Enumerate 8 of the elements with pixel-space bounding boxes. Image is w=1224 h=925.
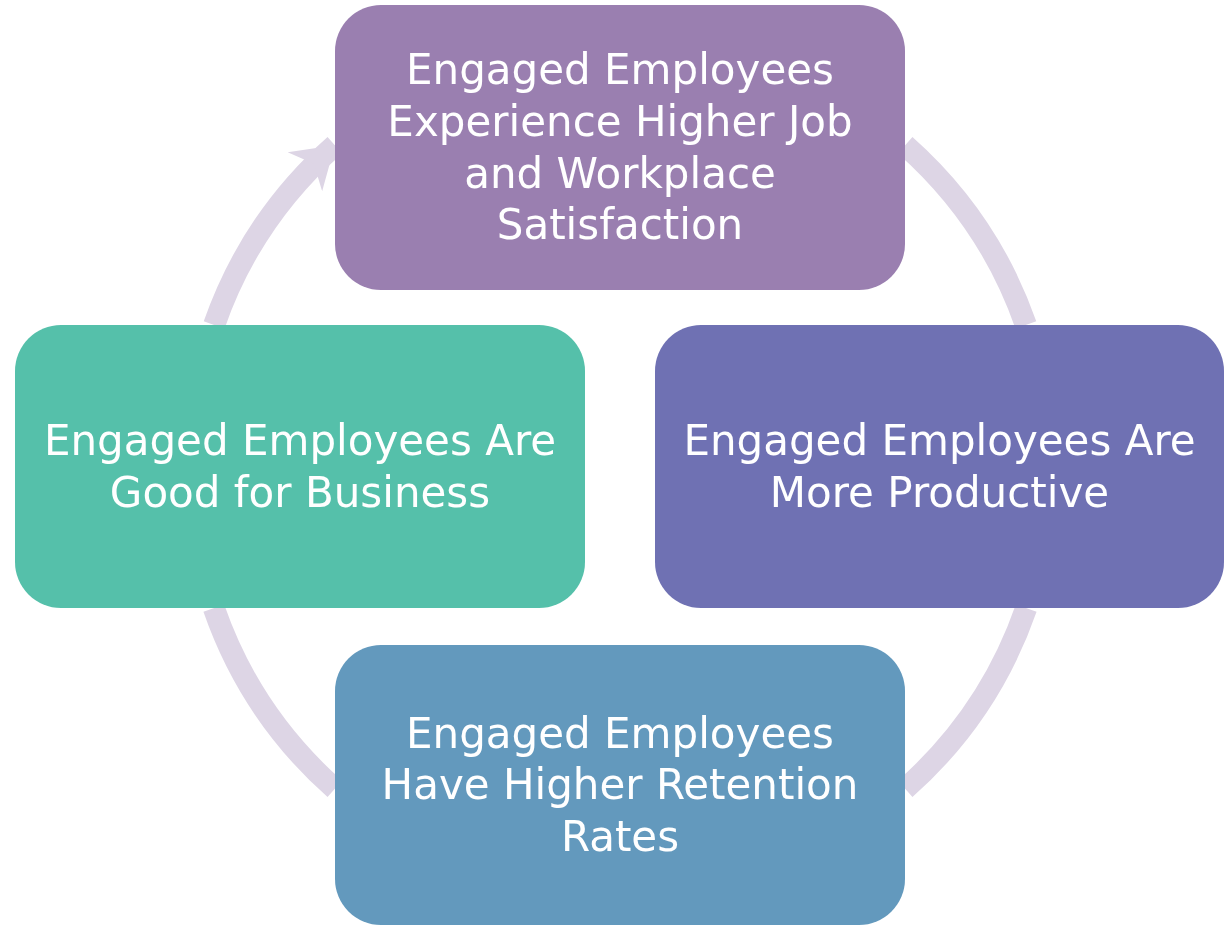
process-box bbox=[15, 325, 585, 608]
box-label: Engaged Employees Are Good for Business bbox=[42, 414, 558, 519]
box-label: Engaged Employees Are More Productive bbox=[682, 414, 1197, 519]
process-box bbox=[335, 645, 905, 925]
process-box bbox=[655, 325, 1224, 608]
process-box bbox=[335, 5, 905, 290]
box-label: Engaged Employees Experience Higher Job and Workplace Satisfaction bbox=[386, 44, 854, 251]
box-label: Engaged Employees Have Higher Retention Rates bbox=[380, 707, 860, 863]
